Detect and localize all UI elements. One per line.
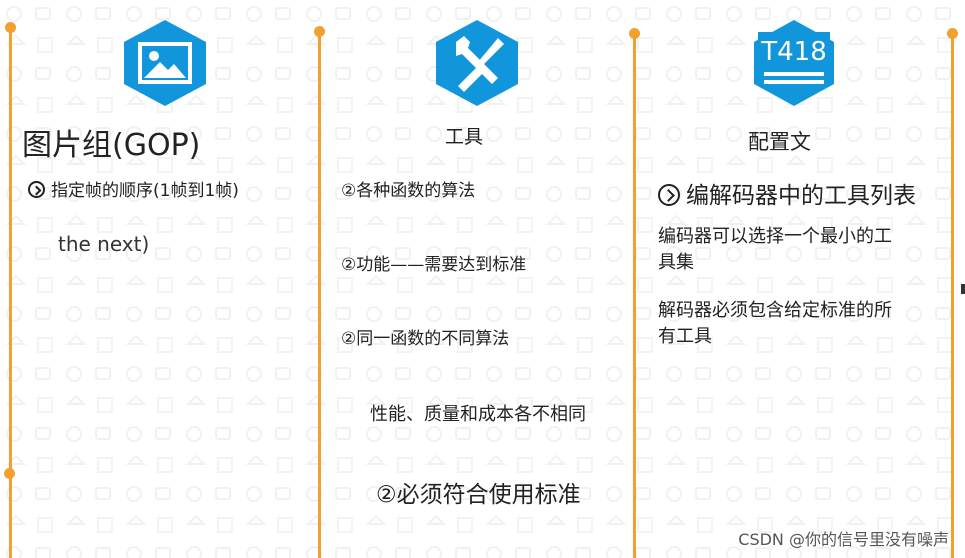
timeline-dot xyxy=(4,468,15,479)
profile-title: 配置文 xyxy=(748,130,811,154)
watermark: CSDN @你的信号里没有噪声 xyxy=(738,530,949,549)
profile-para1-line2: 具集 xyxy=(658,252,694,273)
t418-label: T418 xyxy=(760,37,827,67)
gop-title: 图片组(GOP) xyxy=(22,128,201,163)
tools-icon xyxy=(436,20,518,106)
chevron-right-icon xyxy=(658,184,680,206)
timeline-dot xyxy=(947,28,958,39)
profile-para1-line1: 编码器可以选择一个最小的工 xyxy=(658,226,892,247)
gop-item-2: the next) xyxy=(58,232,150,256)
profile-heading-text: 编解码器中的工具列表 xyxy=(686,183,916,209)
tools-item-5: ②必须符合使用标准 xyxy=(376,482,581,508)
timeline-dot xyxy=(314,26,325,37)
tools-item-2: ②功能——需要达到标准 xyxy=(341,255,527,275)
profile-para2-line2: 有工具 xyxy=(658,326,712,347)
chevron-right-icon xyxy=(28,181,45,198)
gop-item-1-text: 指定帧的顺序(1帧到1帧) xyxy=(51,181,239,201)
timeline-line xyxy=(633,32,636,558)
timeline-line xyxy=(318,32,321,558)
timeline-line xyxy=(951,32,954,558)
timeline-dot xyxy=(5,22,16,33)
tools-title: 工具 xyxy=(445,126,484,148)
tools-item-3: ②同一函数的不同算法 xyxy=(341,329,510,349)
t418-icon: T418 xyxy=(754,20,834,106)
tools-item-4: 性能、质量和成本各不相同 xyxy=(370,404,586,425)
edge-mark xyxy=(961,284,965,294)
gop-item-1: 指定帧的顺序(1帧到1帧) xyxy=(28,176,239,201)
timeline-dot xyxy=(629,28,640,39)
profile-heading: 编解码器中的工具列表 xyxy=(658,176,916,210)
image-icon xyxy=(124,20,206,106)
profile-para2-line1: 解码器必须包含给定标准的所 xyxy=(658,300,892,321)
tools-item-1: ②各种函数的算法 xyxy=(341,181,476,201)
timeline-line xyxy=(9,32,12,558)
